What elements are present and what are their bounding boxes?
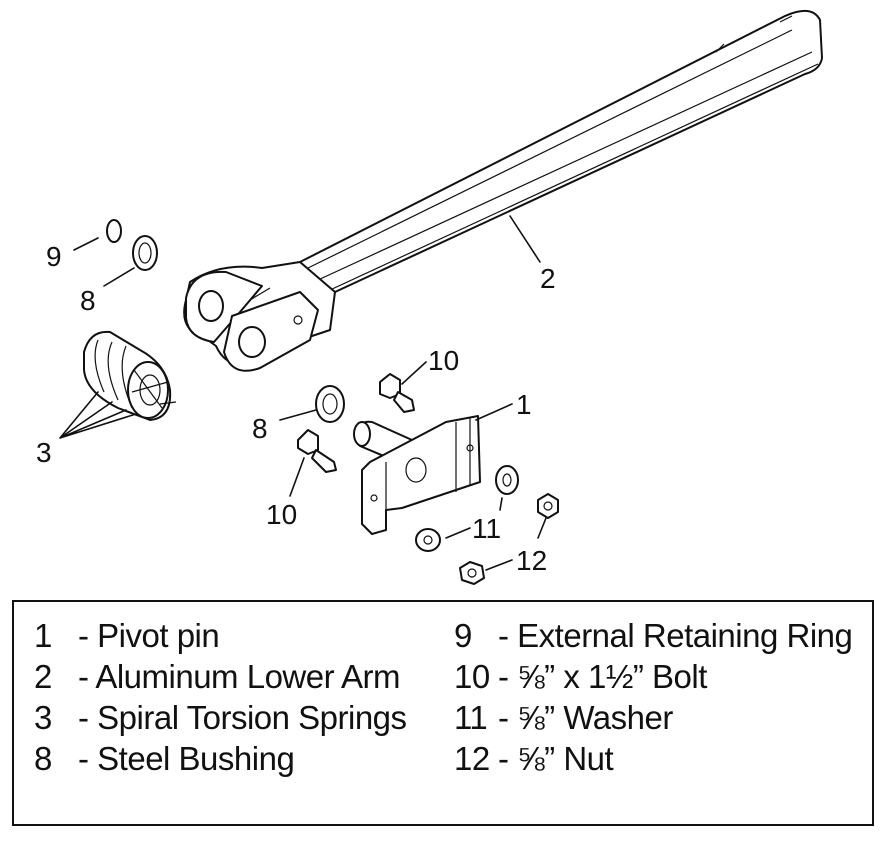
leader-line-8-lower (279, 409, 317, 421)
leader-line-2 (509, 215, 541, 263)
steel-bushing-upper (132, 235, 158, 271)
callout-10-lower: 10 (266, 499, 297, 530)
legend-number: 2 (34, 658, 52, 695)
legend-label: - Steel Bushing (78, 740, 295, 777)
callout-3: 3 (36, 437, 52, 468)
legend-label: - ⅝” Nut (498, 740, 614, 777)
legend-number: 10 (454, 658, 490, 695)
legend-number: 11 (454, 699, 488, 736)
legend-label: - ⅝” x 1½” Bolt (498, 658, 707, 695)
nut-lower (459, 561, 485, 585)
legend-item-11: 11 - ⅝” Washer (454, 698, 673, 738)
legend-label: - Spiral Torsion Springs (78, 699, 407, 736)
legend-item-9: 9 - External Retaining Ring (454, 616, 853, 656)
callout-9: 9 (46, 241, 62, 272)
callout-11: 11 (472, 513, 501, 544)
leader-line-11a (445, 527, 471, 539)
leader-line-1 (475, 403, 513, 421)
callout-1: 1 (516, 389, 532, 420)
leader-line-11b (499, 497, 503, 511)
callout-8-upper: 8 (80, 285, 96, 316)
exploded-parts-diagram: 2 9 8 3 10 8 10 (36, 9, 823, 585)
legend-item-3: 3 - Spiral Torsion Springs (34, 698, 407, 738)
leader-line-12a (485, 559, 513, 571)
legend-number: 12 (454, 740, 490, 777)
bolt-upper (379, 373, 415, 413)
legend-item-12: 12- ⅝” Nut (454, 739, 614, 779)
legend-label: - Pivot pin (78, 617, 220, 654)
callout-8-lower: 8 (252, 413, 268, 444)
legend-number: 3 (34, 699, 52, 736)
spiral-torsion-springs (83, 330, 177, 421)
nut-upper (537, 493, 559, 519)
legend-item-1: 1 - Pivot pin (34, 616, 220, 656)
leader-line-9 (73, 237, 99, 251)
legend-item-10: 10- ⅝” x 1½” Bolt (454, 657, 707, 697)
callout-12: 12 (516, 545, 547, 576)
leader-line-10-upper (401, 361, 427, 385)
leader-lines-3 (59, 391, 137, 439)
steel-bushing-lower (315, 385, 345, 423)
leader-line-8-upper (103, 267, 135, 287)
legend-label: - External Retaining Ring (498, 617, 853, 654)
legend-number: 9 (454, 617, 472, 654)
callout-2: 2 (540, 263, 556, 294)
aluminum-lower-arm (183, 9, 823, 372)
leader-line-12b (537, 517, 547, 539)
parts-legend: 1 - Pivot pin 2 - Aluminum Lower Arm 3 - Sp… (12, 600, 874, 826)
external-retaining-ring (106, 219, 122, 243)
pivot-pin (353, 415, 481, 535)
legend-number: 1 (34, 617, 52, 654)
legend-label: - ⅝” Washer (498, 699, 673, 736)
legend-item-8: 8 - Steel Bushing (34, 739, 295, 779)
leader-line-10-lower (289, 457, 305, 497)
washer-upper (495, 465, 519, 495)
washer-lower (415, 528, 441, 552)
callout-10-upper: 10 (428, 345, 459, 376)
bolt-lower (297, 429, 337, 473)
legend-label: - Aluminum Lower Arm (78, 658, 400, 695)
legend-item-2: 2 - Aluminum Lower Arm (34, 657, 400, 697)
legend-number: 8 (34, 740, 52, 777)
